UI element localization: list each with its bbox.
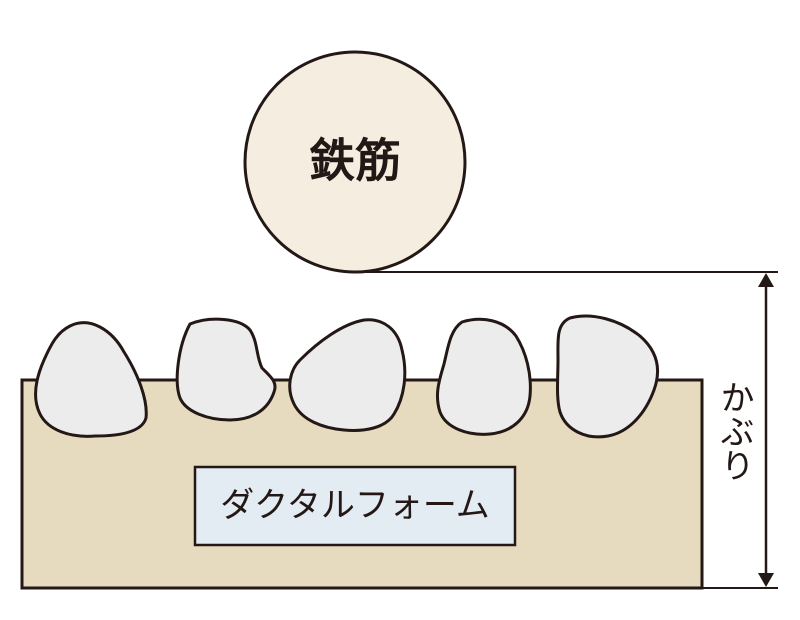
aggregate-stone <box>556 314 659 439</box>
ductal-form-label-box <box>193 465 517 547</box>
cover-label: かぶり <box>714 380 754 482</box>
rebar-label: 鉄筋 <box>309 134 401 188</box>
aggregate-stone <box>436 317 532 436</box>
aggregate-stone <box>34 321 148 438</box>
aggregate-group <box>34 314 659 439</box>
aggregate-stone <box>288 318 407 432</box>
ductal-form-label: ダクタルフォーム <box>220 486 490 526</box>
aggregate-stone <box>175 317 277 422</box>
